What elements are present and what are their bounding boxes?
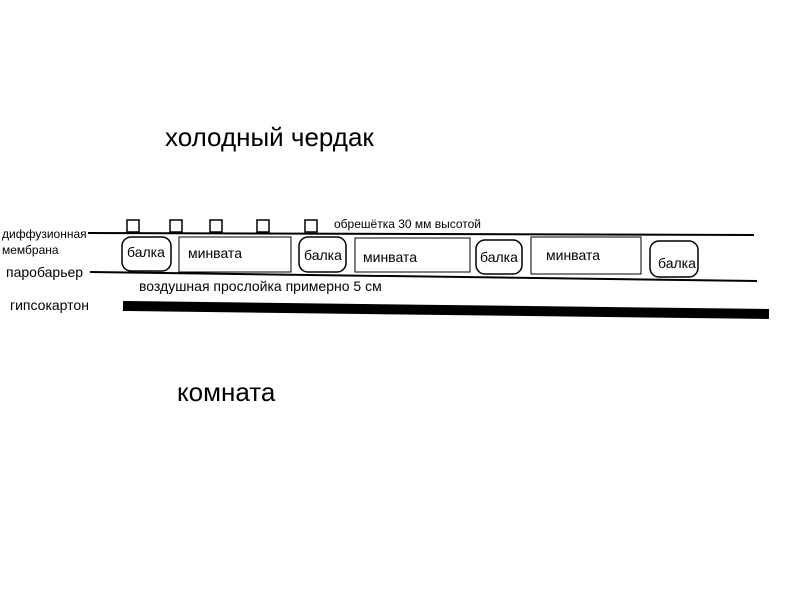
room-label: комната — [177, 377, 276, 407]
drywall-line — [122, 301, 770, 319]
batten-label: обрешётка 30 мм высотой — [334, 217, 482, 231]
insulation-label: минвата — [188, 245, 242, 261]
batten — [209, 219, 223, 233]
vapor-barrier-label: паробарьер — [6, 264, 84, 280]
beam-label: балка — [304, 247, 342, 263]
vapor-barrier-line — [89, 271, 758, 282]
membrane-line — [87, 232, 755, 236]
beam-label: балка — [658, 255, 696, 271]
batten — [169, 219, 183, 233]
insulation-box — [178, 236, 292, 273]
drywall-label: гипсокартон — [10, 297, 89, 313]
insulation-box — [354, 237, 471, 273]
membrane-label-line1: диффузионная — [2, 227, 87, 241]
insulation-label: минвата — [363, 249, 417, 265]
batten — [126, 219, 140, 233]
insulation-label: минвата — [546, 247, 600, 263]
beam-box — [121, 236, 172, 272]
membrane-label-line2: мембрана — [2, 243, 59, 257]
batten — [256, 219, 270, 233]
beam-box — [649, 240, 699, 278]
beam-label: балка — [127, 244, 165, 260]
cold-attic-label: холодный чердак — [165, 122, 374, 152]
insulation-box — [530, 236, 642, 275]
beam-box — [475, 239, 523, 275]
beam-box — [298, 236, 347, 273]
air-gap-label: воздушная прослойка примерно 5 см — [139, 278, 382, 294]
beam-label: балка — [480, 249, 518, 265]
batten — [304, 219, 318, 233]
